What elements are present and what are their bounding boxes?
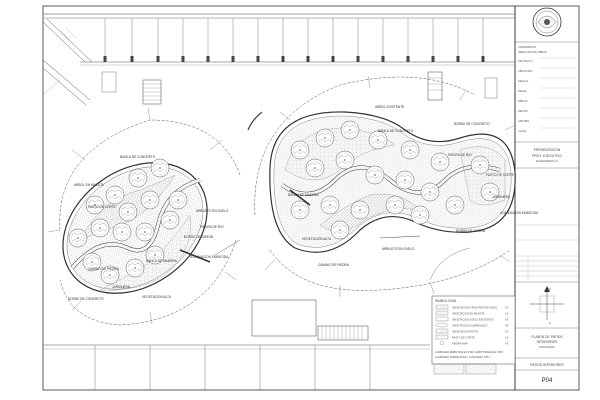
north-label: N [549, 287, 551, 291]
legend-item-code: XX [505, 342, 509, 346]
right-patio-labels: ARBOL EXISTENTE BANCA DE CONCRETO PIEDRA… [288, 105, 539, 267]
legend-item-code: XX [505, 318, 509, 322]
revision-table [515, 224, 579, 280]
right-label: ILUMINACION EMBUTIDA [500, 211, 539, 215]
tb-note: UNIVERSIDAD [518, 45, 536, 49]
left-label: ILUMINACION EMBUTIDA [190, 255, 229, 259]
tb-note: PROYECTO [518, 59, 533, 63]
plan-title-line2: INTERIORES [537, 340, 558, 344]
south-label: S [549, 321, 551, 325]
sample-swatches [433, 363, 497, 375]
legend-item-text: VEGETACION A PLANTAR EN SUELO [452, 306, 497, 310]
presentation-title: PRESENTACION [534, 148, 561, 152]
left-label: CAMINO DE PIEDRA [88, 267, 120, 271]
tb-note: CLAVE [518, 129, 527, 133]
right-label: BORDE DE JARDIN [456, 229, 486, 233]
left-label: BANCA DE MADERA [146, 259, 178, 263]
left-patio [47, 107, 241, 326]
right-patio [247, 75, 516, 297]
sheet-number: P04 [542, 378, 553, 384]
legend-item-code: XX [505, 324, 509, 328]
right-label: JARDINERA [492, 195, 511, 199]
left-label: BORDE DE JARDIN [184, 235, 214, 239]
legend-item-text: VEGETACION PASTO [452, 330, 478, 334]
right-label: BORDE DE CONCRETO [454, 122, 490, 126]
title-block: UNIVERSIDAD DIRECCION DE OBRAS PROYECTO … [515, 7, 579, 384]
plan-title-line3: PAISAJISMO [539, 345, 554, 349]
presentation-subtitle: PROY. EJECUTIVO [532, 154, 562, 158]
tb-note: ESCALA [518, 79, 529, 83]
stair-block [101, 71, 498, 105]
left-label: PASTO DE CORTE [88, 205, 116, 209]
north-arrow-icon: N S [530, 286, 564, 325]
left-diagonal-wall [42, 59, 91, 106]
right-label: CAMINO DE PIEDRA [318, 263, 350, 267]
left-label: PIEDRA DE RIO [200, 225, 224, 229]
presentation-status: EN DESARROLLO [536, 159, 558, 163]
legend-item-text: VEGETACION EN MACETA [452, 312, 485, 316]
right-label: BANCA DE CONCRETO [378, 129, 414, 133]
legend-item-text: VEGETACION CUBRESUELO [452, 324, 487, 328]
left-label: BANCA DE CONCRETO [120, 155, 156, 159]
bottom-structures [43, 247, 471, 390]
university-seal-icon [532, 7, 562, 37]
right-label: PASTO DE CORTE [486, 173, 514, 177]
left-label: JARDINERA [112, 285, 131, 289]
legend-heading: SIMBOLOGIA [435, 299, 457, 303]
right-label: ARBOL EXISTENTE [375, 105, 404, 109]
left-patio-labels: BANCA DE CONCRETO ARBOL EN MACETA PASTO … [68, 155, 229, 301]
title-block-notes: UNIVERSIDAD DIRECCION DE OBRAS PROYECTO … [518, 45, 547, 133]
legend-item-code: XX [505, 336, 509, 340]
right-label: ARBUSTO EN SUELO [382, 247, 415, 251]
left-label: ARBOL EN MACETA [74, 183, 105, 187]
legend-item-text: PASTO DE CORTE [452, 336, 475, 340]
left-label: ARBUSTO EN SUELO [196, 209, 229, 213]
legend-item-text: VEGETACION SUELO EXISTENTE [452, 318, 494, 322]
tb-note: APROBO [518, 119, 529, 123]
tb-note: FECHA [518, 89, 527, 93]
legend-note: LUMINARIA SOBRE MURO, LUMINARIA TIPO ... [435, 355, 493, 359]
legend-items: VEGETACION A PLANTAR EN SUELO XX VEGETAC… [435, 304, 509, 346]
tb-note: DIRECCION DE OBRAS [518, 50, 547, 54]
left-label: VEGETACION ALTA [142, 295, 172, 299]
legend-item-code: XX [505, 306, 509, 310]
legend-item-code: XX [505, 330, 509, 334]
right-label: BANCA DE MADERA [288, 193, 320, 197]
right-label: VEGETACION ALTA [302, 237, 332, 241]
tb-note: DIBUJO [518, 99, 528, 103]
legend-note: LUMINARIA EMBUTIDA EN PISO, EMPOTRADA EN… [435, 350, 503, 354]
sheet-name: PATIOS INTERIORES [530, 363, 564, 367]
plan-title: PLANTA DE PATIOS [531, 335, 563, 339]
legend-item-code: XX [505, 312, 509, 316]
legend: SIMBOLOGIA VEGETACION A PLANTAR EN SUELO… [431, 295, 516, 365]
tb-note: UBICACION [518, 69, 533, 73]
legend-item-text: PIEDRA MAR [452, 342, 468, 346]
left-label: BORDE DE CONCRETO [68, 297, 104, 301]
title-block-border [514, 5, 580, 391]
right-label: PIEDRA DE RIO [448, 153, 472, 157]
top-building-wall [42, 13, 515, 66]
tb-note: REVISO [518, 109, 528, 113]
